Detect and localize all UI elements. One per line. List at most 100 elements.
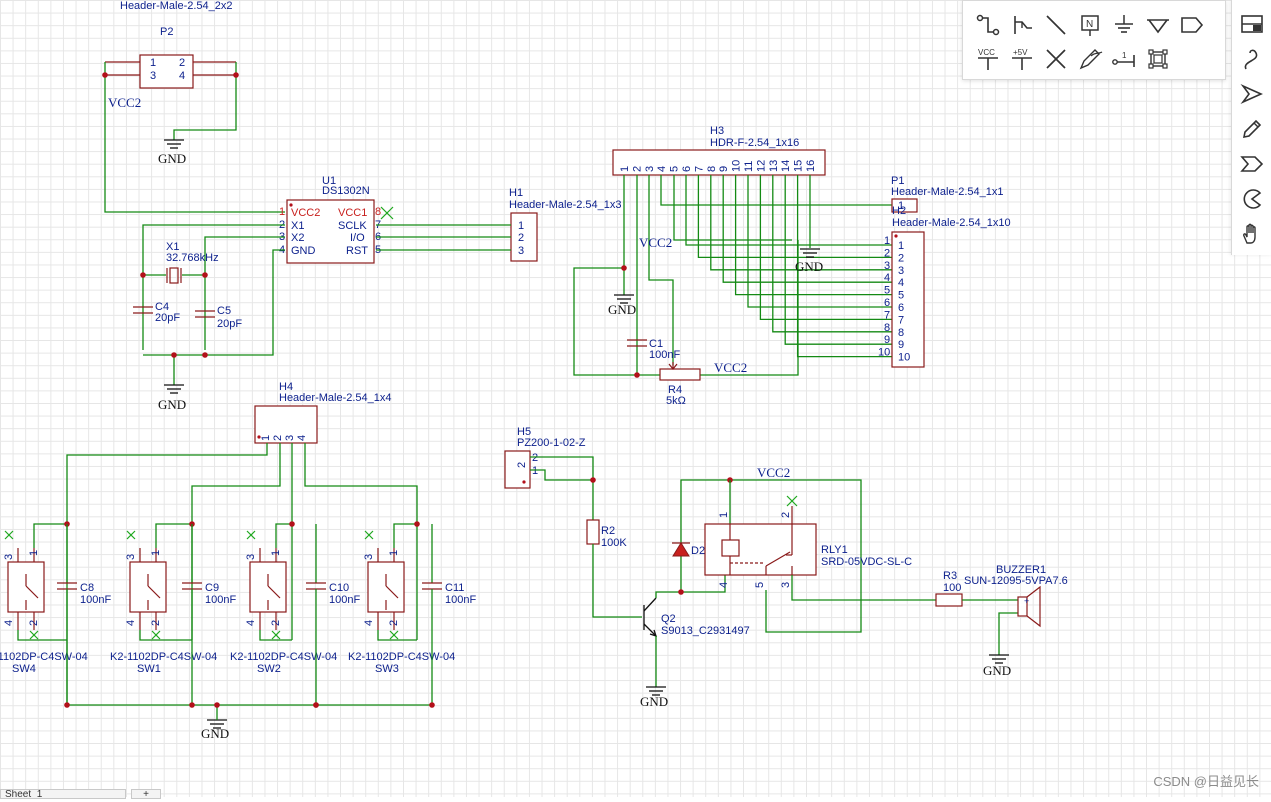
ground-icon[interactable] — [1109, 10, 1139, 40]
component-h5[interactable]: H5 PZ200-1-02-Z 2 2 1 — [504, 426, 586, 489]
no-connect-icon[interactable] — [1041, 44, 1071, 74]
component-q2[interactable]: Q2 S9013_C2931497 — [643, 597, 750, 638]
h3-pin-label: 9 — [718, 166, 730, 172]
switch-part: K2-1102DP-C4SW-04 — [110, 651, 217, 663]
bus-icon[interactable] — [1007, 10, 1037, 40]
h3-pin-label: 7 — [693, 166, 705, 172]
pencil-icon[interactable] — [1238, 115, 1266, 143]
c4-designator: C4 — [155, 301, 169, 313]
pie-icon[interactable] — [1238, 185, 1266, 213]
component-c1[interactable]: C1 100nF — [627, 338, 680, 361]
component-c5[interactable]: C5 20pF — [195, 305, 242, 330]
net-label-icon[interactable]: N — [1075, 10, 1105, 40]
pin-icon[interactable]: 1 — [1109, 44, 1139, 74]
u1-pin-gnd: GND — [291, 245, 316, 257]
component-buzzer1[interactable]: + BUZZER1 SUN-12095-5VPA7.6 — [964, 564, 1068, 628]
r3-designator: R3 — [943, 570, 957, 582]
tag-icon[interactable] — [1238, 150, 1266, 178]
component-u1[interactable]: U1 DS1302N VCC2 X1 X2 GND VCC1 SCLK I/O … — [279, 175, 394, 264]
cap-designator: C10 — [329, 582, 349, 594]
h2-body — [891, 231, 925, 368]
h1-designator: H1 — [509, 187, 523, 199]
switch-pin-label: 2 — [388, 620, 400, 626]
h4-designator: H4 — [279, 381, 293, 393]
pencil-curve-icon[interactable] — [1075, 44, 1105, 74]
c5-value: 20pF — [217, 318, 242, 330]
h3-pin-label: 16 — [805, 160, 817, 172]
net-port-icon[interactable] — [1143, 10, 1173, 40]
component-h1[interactable]: H1 Header-Male-2.54_1x3 1 2 3 — [509, 187, 622, 262]
component-p1[interactable]: P1 Header-Male-2.54_1x1 1 — [891, 175, 1004, 213]
net-flag-icon[interactable] — [1177, 10, 1207, 40]
h2-pin-label: 9 — [898, 339, 904, 351]
net-gnd-buzzer: GND — [983, 663, 1011, 678]
curve-icon[interactable] — [1238, 45, 1266, 73]
cap-value: 100nF — [205, 594, 236, 606]
component-rly1[interactable]: 1 2 4 5 3 RLY1 SRD-05VDC-SL-C — [704, 495, 912, 588]
plus5v-label: +5V — [1013, 48, 1028, 57]
p1-body — [891, 198, 918, 213]
arrow-icon[interactable] — [1238, 80, 1266, 108]
r2-designator: R2 — [601, 525, 615, 537]
ground-symbol — [989, 654, 1009, 664]
u1-pin-rst: RST — [346, 245, 368, 257]
h2-pin-num: 10 — [878, 347, 890, 359]
hand-icon[interactable] — [1238, 220, 1266, 248]
plus5v-icon[interactable]: +5V — [1007, 44, 1037, 74]
p2-pin-2: 2 — [179, 57, 185, 69]
h3-pin-label: 3 — [644, 166, 656, 172]
component-c4[interactable]: C4 20pF — [133, 301, 180, 324]
switch-part: -1102DP-C4SW-04 — [0, 651, 88, 663]
rly1-body — [704, 523, 817, 576]
h2-pin-label: 2 — [898, 252, 904, 264]
p1-package: Header-Male-2.54_1x1 — [891, 186, 1004, 198]
q2-designator: Q2 — [661, 613, 676, 625]
h2-pin-label: 1 — [898, 240, 904, 252]
schematic-toolbar: N VCC +5V 1 — [962, 0, 1226, 80]
component-r2[interactable]: R2 100K — [586, 519, 627, 549]
net-vcc2-rly: VCC2 — [757, 465, 790, 480]
component-h4[interactable]: H4 Header-Male-2.54_1x4 1 2 3 4 — [254, 381, 392, 444]
buzzer1-plus-glyph: + — [1024, 596, 1029, 606]
switch-designator: SW3 — [375, 663, 399, 675]
p2-pin-3: 3 — [150, 70, 156, 82]
sheet-tab[interactable]: Sheet_1 — [0, 789, 126, 799]
component-p2[interactable]: Header-Male-2.54_2x2 P2 1 2 3 4 — [105, 0, 236, 89]
component-r3[interactable]: R3 100 — [935, 570, 963, 607]
p2-pin-1: 1 — [150, 57, 156, 69]
c5-designator: C5 — [217, 305, 231, 317]
h2-package: Header-Male-2.54_1x10 — [892, 217, 1011, 229]
line-icon[interactable] — [1041, 10, 1071, 40]
buzzer1-part: SUN-12095-5VPA7.6 — [964, 575, 1068, 587]
h3-pin-label: 13 — [768, 160, 780, 172]
r4-value: 5kΩ — [666, 395, 686, 407]
switch-part: K2-1102DP-C4SW-04 — [348, 651, 455, 663]
h5-pin-2: 2 — [532, 452, 538, 464]
component-d2[interactable]: D2 — [672, 542, 705, 557]
h1-package: Header-Male-2.54_1x3 — [509, 199, 622, 211]
switch-pin-label: 2 — [270, 620, 282, 626]
component-x1[interactable]: X1 32.768kHz — [143, 241, 219, 284]
h3-pin-label: 4 — [656, 166, 668, 172]
vcc-icon[interactable]: VCC — [973, 44, 1003, 74]
group-icon[interactable] — [1143, 44, 1173, 74]
switch-pin-label: 3 — [363, 554, 375, 560]
wire-icon[interactable] — [973, 10, 1003, 40]
h3-pin-label: 2 — [631, 166, 643, 172]
panel-icon[interactable] — [1238, 10, 1266, 38]
add-sheet-button[interactable]: + — [131, 789, 161, 800]
component-r4[interactable]: R4 5kΩ — [659, 362, 701, 407]
switch-pin-label: 1 — [150, 550, 162, 556]
